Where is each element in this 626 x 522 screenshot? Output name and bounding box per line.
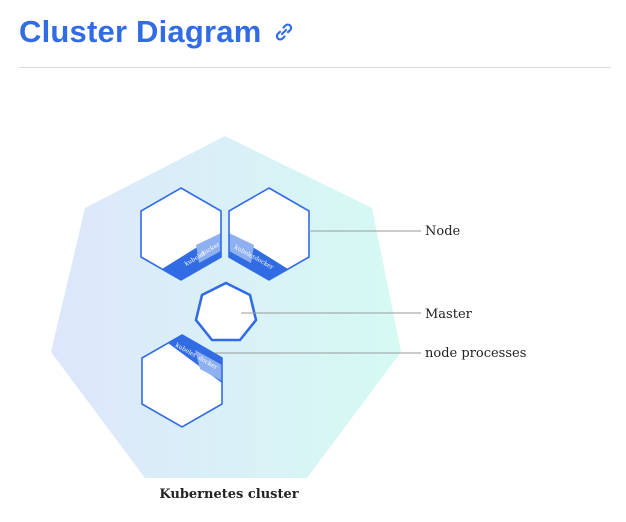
- page-title: Cluster Diagram: [19, 14, 262, 49]
- title-divider: [19, 67, 611, 68]
- node-process-band: kubelet docker: [229, 233, 288, 280]
- node-hexagon: kubelet docker: [141, 334, 223, 428]
- master-heptagon: [194, 281, 258, 342]
- section-header: Cluster Diagram: [19, 14, 295, 50]
- node-hexagon: kubelet docker: [140, 187, 222, 281]
- node-process-band: kubelet docker: [162, 233, 221, 280]
- node-label: Node: [425, 224, 461, 239]
- master-label: Master: [425, 307, 473, 322]
- link-icon[interactable]: [273, 21, 295, 43]
- node-process-band: kubelet docker: [168, 335, 222, 383]
- node-hexagon: kubelet docker: [228, 187, 310, 281]
- cluster-caption: Kubernetes cluster: [159, 487, 298, 502]
- node-processes-label: node processes: [425, 346, 526, 361]
